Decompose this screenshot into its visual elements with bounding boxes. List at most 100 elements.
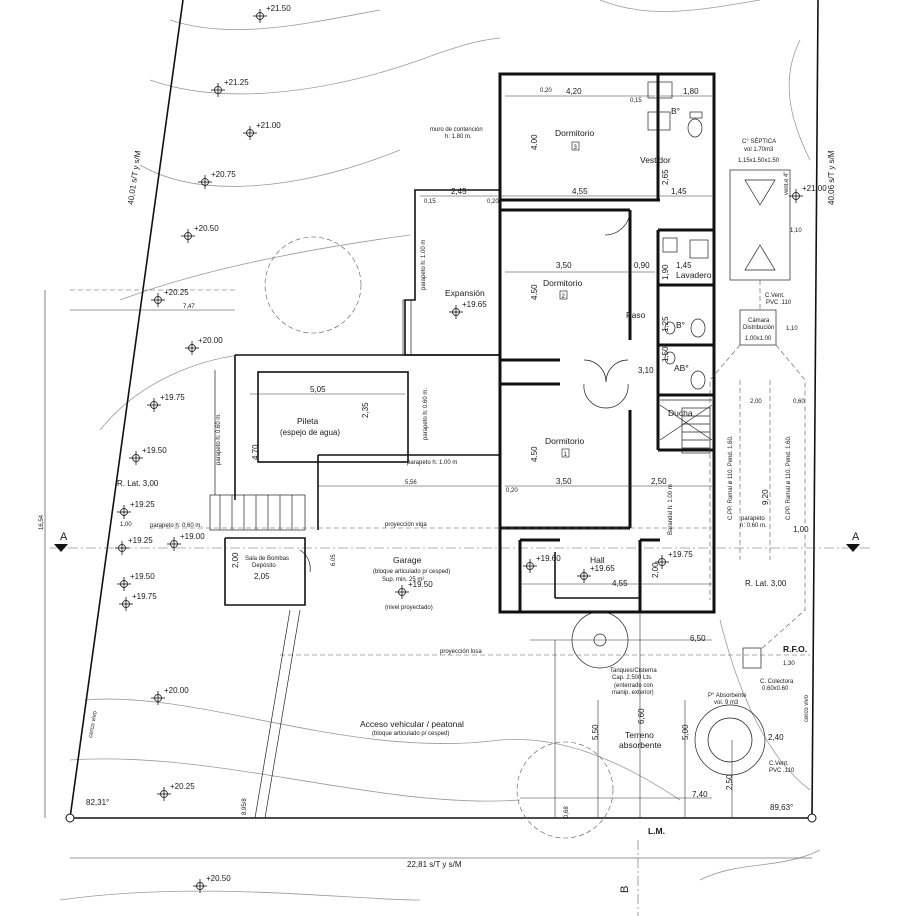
level-label: +19.50 xyxy=(142,446,167,455)
dim-label: 4.50 xyxy=(530,284,539,300)
level-marker: +21.00 xyxy=(243,121,281,140)
room-pileta: Pileta xyxy=(297,416,319,426)
dim-label: 5,50 xyxy=(591,724,600,740)
note-tanque-1: Tanques/Cisterna xyxy=(610,668,657,674)
note-camara-sep: C° SÉPTICA xyxy=(742,138,776,145)
dim-label: 6,60 xyxy=(637,708,646,724)
septic-system xyxy=(709,169,806,669)
level-label: +19.60 xyxy=(536,554,561,563)
dorm-tag-1: 1 xyxy=(564,452,568,458)
room-vestidor: Vestidor xyxy=(640,155,671,165)
dim-label: 9,20 xyxy=(761,489,770,505)
level-label: +19.75 xyxy=(132,592,157,601)
level-marker: +20.00 xyxy=(151,686,189,705)
dim-label: 3,50 xyxy=(556,477,572,486)
dorm-tag-3: 3 xyxy=(574,145,578,151)
note-r-lat-1: R. Lat. 3,00 xyxy=(117,479,159,488)
room-ab: AB° xyxy=(674,363,689,373)
level-label: +20.50 xyxy=(194,224,219,233)
section-lines xyxy=(50,544,870,916)
room-dormitorio-1: Dormitorio xyxy=(545,436,584,446)
note-parapeto-6b: h: 0.60 m. xyxy=(740,523,767,529)
dim-label: 1,45 xyxy=(671,187,687,196)
note-rfo: R.F.O. xyxy=(783,644,807,654)
note-parapeto-1: parapeto h: 1.00 m xyxy=(421,240,427,290)
dim-label: 1,25 xyxy=(661,316,670,332)
dim-label: 1,00 xyxy=(793,525,809,534)
level-marker: +19.25 xyxy=(115,536,153,555)
room-garage: Garage xyxy=(393,555,422,565)
dim-label: 0,90 xyxy=(634,261,650,270)
note-lm: L.M. xyxy=(648,826,665,836)
room-bano-upper: B° xyxy=(671,106,680,116)
room-deposito: Depósito xyxy=(252,563,276,569)
room-acceso-sub: (bloque articulado p/ cesped) xyxy=(372,731,449,737)
level-marker: +20.50 xyxy=(181,224,219,243)
house-walls xyxy=(402,72,716,614)
note-tanque-2: Cap. 2.500 Lts. xyxy=(612,675,653,681)
dim-label: 6.05 xyxy=(331,554,337,566)
room-pileta-sub: (espejo de agua) xyxy=(280,428,340,437)
level-marker: +21.25 xyxy=(211,78,249,97)
note-ramal-2: C.PP. Ramal ø 110. Pend. 1.60. xyxy=(786,435,792,520)
section-a-right: A xyxy=(852,531,860,543)
section-a-left: A xyxy=(60,531,68,543)
dorm-tag-2: 2 xyxy=(562,294,566,300)
property-boundary xyxy=(65,0,819,823)
dim-label: 1,00 xyxy=(120,522,132,528)
note-parapeto-6: parapeto xyxy=(741,516,765,522)
level-marker: +19.60 xyxy=(523,554,561,573)
room-acceso: Acceso vehicular / peatonal xyxy=(360,719,464,729)
note-tanque-4: manip. exterior) xyxy=(612,690,654,696)
dim-label: 1,90 xyxy=(661,264,670,280)
dim-label: 2,35 xyxy=(361,402,370,418)
note-parapeto-4: parapeto h: 0.60 m. xyxy=(216,413,222,465)
dim-label: 2,00 xyxy=(750,399,762,405)
dim-label: 16,54 xyxy=(39,514,45,530)
projection-lines xyxy=(70,289,810,819)
dim-label: 5,05 xyxy=(310,385,326,394)
dim-label: 4.50 xyxy=(530,446,539,462)
dim-label: 0,15 xyxy=(630,98,642,104)
level-marker: +19.75 xyxy=(655,550,693,569)
bathroom-fixtures xyxy=(647,81,713,441)
dim-label: 7,47 xyxy=(183,304,195,310)
level-marker: +19.75 xyxy=(119,592,157,611)
note-muro: muro de contención xyxy=(430,127,483,133)
room-dormitorio-2: Dormitorio xyxy=(543,278,582,288)
level-label: +19.75 xyxy=(160,393,185,402)
dim-label: 3,50 xyxy=(556,261,572,270)
level-label: +19.25 xyxy=(130,500,155,509)
note-cerco-1: cerco vivo xyxy=(88,710,99,738)
section-b: B xyxy=(619,886,631,893)
note-barandal: Barandal h: 1.00 m xyxy=(668,484,674,535)
boundary-left: 40,01 s/T y s/M xyxy=(126,150,143,206)
room-dormitorio-3: Dormitorio xyxy=(555,128,594,138)
level-label: +21.00 xyxy=(256,121,281,130)
boundary-angle-left: 82,31° xyxy=(86,798,109,807)
level-label: +19.75 xyxy=(668,550,693,559)
note-camara-dim: 1.15x1.50x1.50 xyxy=(738,158,780,164)
note-r-lat-2: R. Lat. 3,00 xyxy=(745,579,787,588)
level-label: +19.65 xyxy=(590,564,615,573)
dim-label: 1,10 xyxy=(790,228,802,234)
pool-area xyxy=(214,354,501,606)
note-pozo-1: P° Absorbente xyxy=(708,693,747,699)
dim-label: 5,00 xyxy=(681,724,690,740)
level-marker: +20.25 xyxy=(151,288,189,307)
note-proy-losa: proyección losa xyxy=(440,649,482,655)
level-label: +21.25 xyxy=(224,78,249,87)
note-pvc-1: PVC .110 xyxy=(766,300,792,306)
level-label: +20.75 xyxy=(211,170,236,179)
room-sala-bombas: Sala de Bombas xyxy=(245,556,289,562)
level-marker: +21.50 xyxy=(253,4,291,23)
dim-label: 2,65 xyxy=(661,169,670,185)
level-label: +20.00 xyxy=(164,686,189,695)
level-label: +19.00 xyxy=(180,532,205,541)
room-paso: Paso xyxy=(626,310,646,320)
boundary-bottom: 22,81 s/T y s/M xyxy=(407,860,462,869)
level-label: +20.25 xyxy=(170,782,195,791)
note-muro-h: h: 1.80 m. xyxy=(445,134,472,140)
level-markers: +21.50 +21.25 +21.00 +20.75 +20.50 +20.25 +20.… xyxy=(115,4,827,893)
